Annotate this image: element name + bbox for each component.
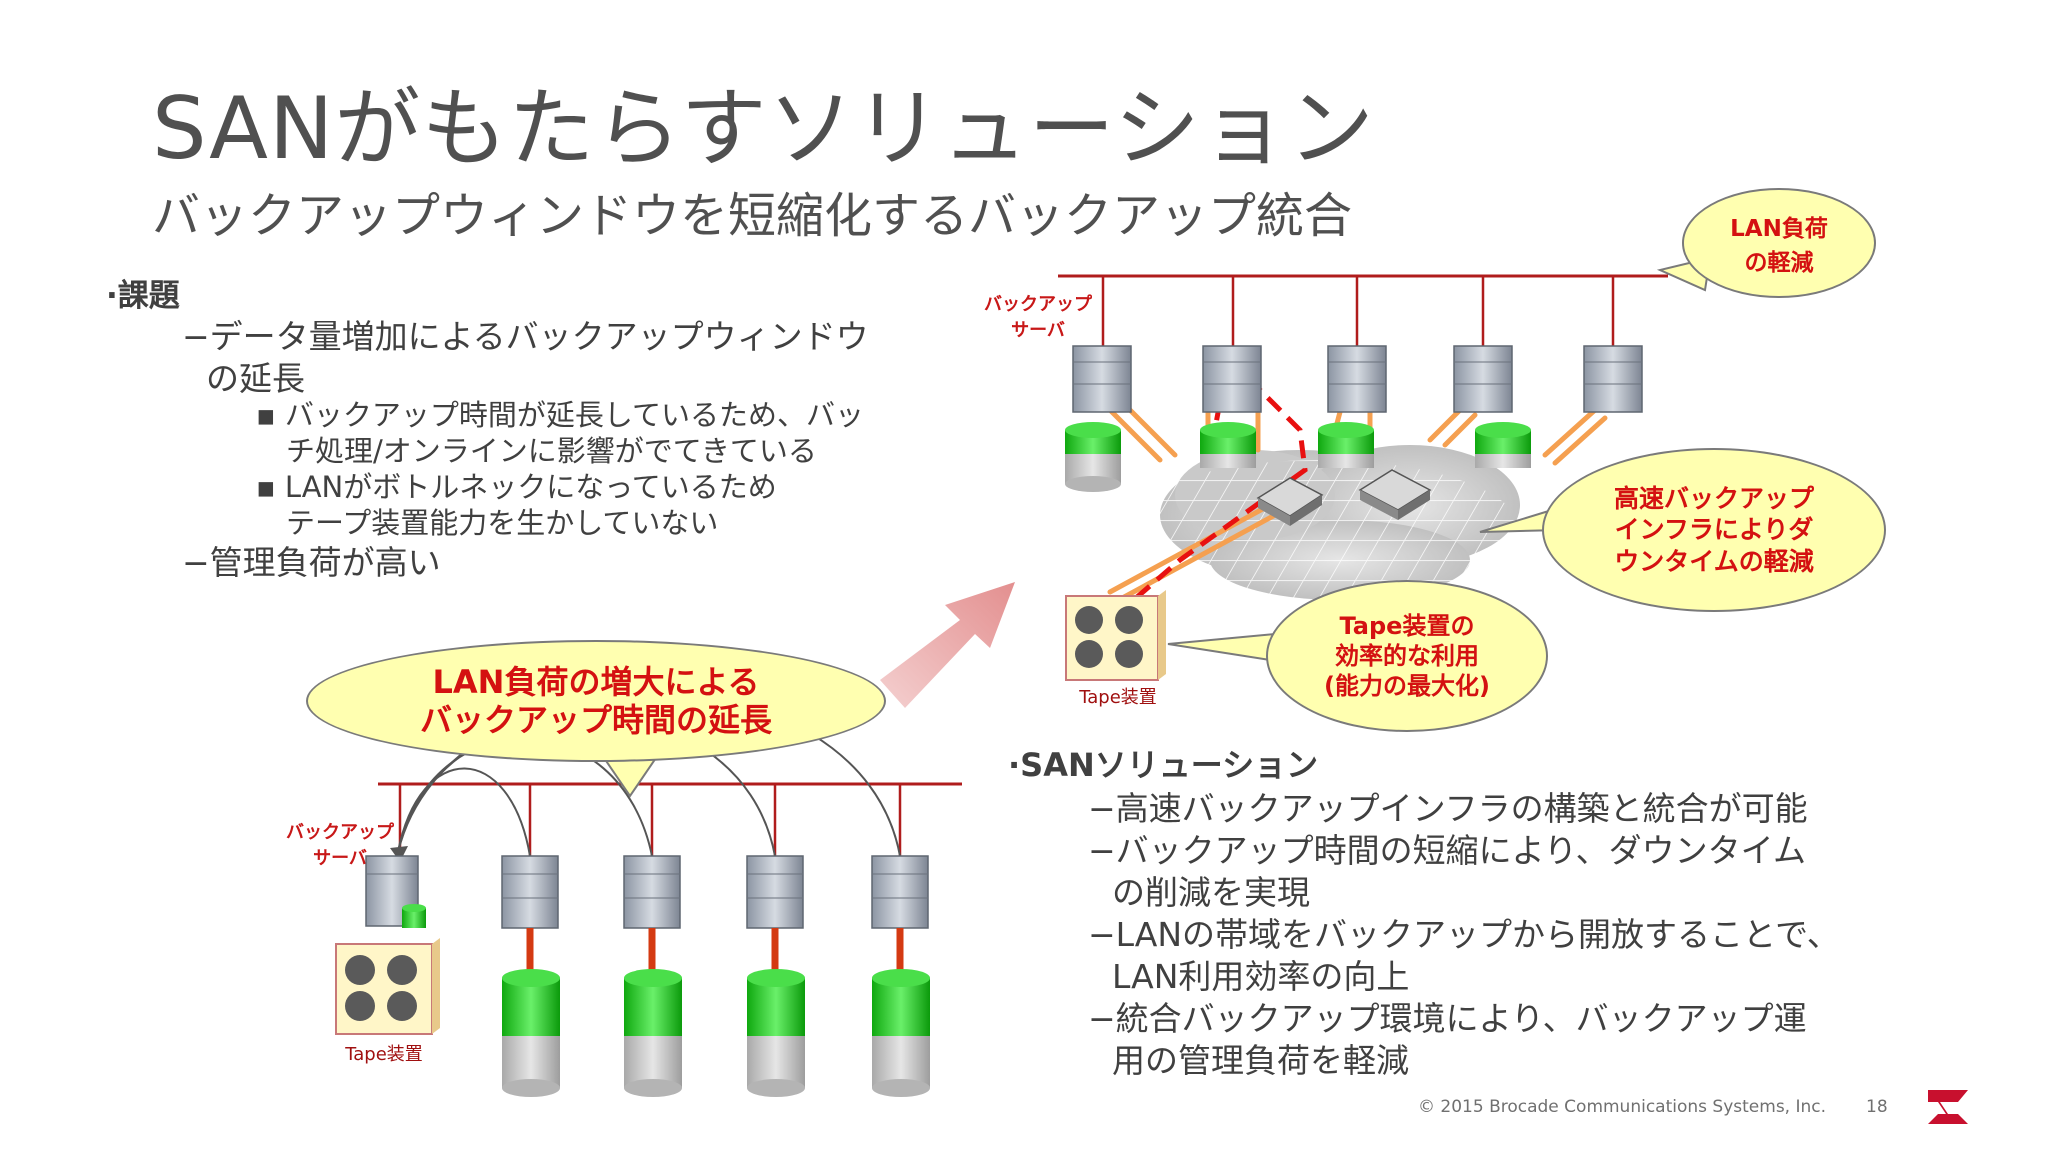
page-subtitle: バックアップウィンドウを短縮化するバックアップ統合 xyxy=(152,188,1353,244)
callout-lan-increase: LAN負荷の増大による バックアップ時間の延長 xyxy=(306,640,886,762)
server-bottom-4 xyxy=(871,855,929,929)
fc-switch-2 xyxy=(1358,469,1432,520)
label-backup-server-top: バックアップ サーバ xyxy=(984,294,1092,341)
tape-library-bottom xyxy=(335,938,440,1035)
issue-item-1-cont: の延長 xyxy=(206,359,305,398)
issue-sub-1: ▪ バックアップ時間が延長しているため、バッ xyxy=(256,398,865,432)
san-cloud xyxy=(1120,445,1520,600)
server-top-4 xyxy=(1453,345,1513,413)
solution-line-2: −バックアップ時間の短縮により、ダウンタイム xyxy=(1088,831,1807,870)
disk-bottom-3 xyxy=(747,969,805,1097)
disk-top-3 xyxy=(1318,422,1374,468)
issue-sub-1-cont: チ処理/オンラインに影響がでてきている xyxy=(286,434,817,468)
solution-line-1: −高速バックアップインフラの構築と統合が可能 xyxy=(1088,789,1808,828)
server-top-3 xyxy=(1327,345,1387,413)
solution-line-3: の削減を実現 xyxy=(1112,873,1310,912)
disk-top-2 xyxy=(1200,422,1256,468)
disk-bottom-2 xyxy=(624,969,682,1097)
issue-sub-2: ▪ LANがボトルネックになっているため xyxy=(256,470,777,504)
issues-header: ·課題 xyxy=(106,278,180,314)
callout-fast-backup: 高速バックアップ インフラによりダ ウンタイムの軽減 xyxy=(1542,448,1886,612)
server-top-2 xyxy=(1202,345,1262,413)
solution-header: ·SANソリューション xyxy=(1008,746,1319,784)
footer-copyright: © 2015 Brocade Communications Systems, I… xyxy=(1418,1097,1827,1117)
disk-top-4 xyxy=(1475,422,1531,468)
fc-switch-1 xyxy=(1256,477,1324,526)
label-backup-server-bottom: バックアップ サーバ xyxy=(286,822,394,869)
issue-item-2: −管理負荷が高い xyxy=(182,543,441,582)
label-tape-bottom: Tape装置 xyxy=(345,1044,423,1065)
server-top-5 xyxy=(1583,345,1643,413)
disk-bottom-4 xyxy=(872,969,930,1097)
solution-line-5: LAN利用効率の向上 xyxy=(1112,957,1410,996)
server-top-1 xyxy=(1072,345,1132,413)
callout-lan-reduce: LAN負荷 の軽減 xyxy=(1682,188,1876,298)
brocade-logo xyxy=(1928,1090,1968,1124)
callout-tape-efficient: Tape装置の 効率的な利用 (能力の最大化) xyxy=(1266,580,1548,732)
issue-item-1: −データ量増加によるバックアップウィンドウ xyxy=(182,317,869,356)
solution-line-7: 用の管理負荷を軽減 xyxy=(1112,1041,1409,1080)
disk-top-1 xyxy=(1065,422,1121,492)
page-number: 18 xyxy=(1866,1097,1888,1117)
server-bottom-1 xyxy=(501,855,559,929)
transition-arrow xyxy=(880,582,1015,708)
server-bottom-2 xyxy=(623,855,681,929)
tape-library-top xyxy=(1065,590,1166,681)
page-title: SANがもたらすソリューション xyxy=(152,79,1375,179)
solution-line-4: −LANの帯域をバックアップから開放することで、 xyxy=(1088,915,1840,954)
issue-sub-2-cont: テープ装置能力を生かしていない xyxy=(286,506,719,540)
disk-bottom-1 xyxy=(502,969,560,1097)
solution-line-6: −統合バックアップ環境により、バックアップ運 xyxy=(1088,999,1807,1038)
label-tape-top: Tape装置 xyxy=(1079,687,1157,708)
server-bottom-3 xyxy=(746,855,804,929)
